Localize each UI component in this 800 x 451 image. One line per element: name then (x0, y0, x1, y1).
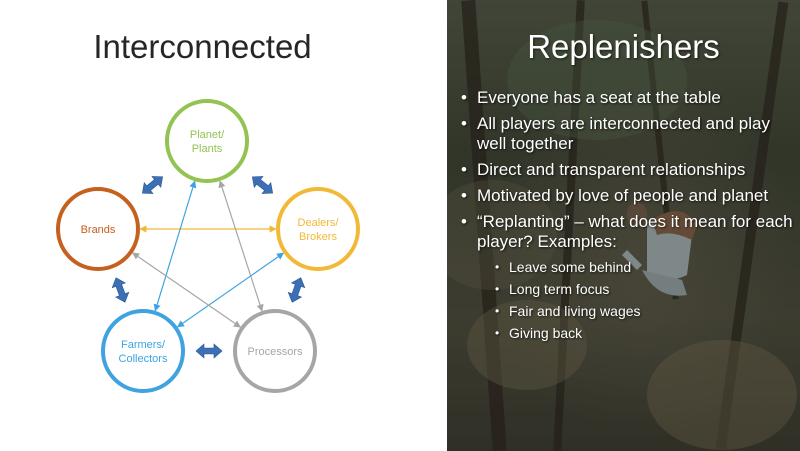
bullet-item: • All players are interconnected and play… (461, 114, 796, 154)
bullet-item: • Direct and transparent relationships (461, 160, 796, 180)
connection-arrow (218, 180, 264, 312)
double-arrow (287, 277, 306, 303)
double-arrow-shape (287, 277, 306, 303)
bullet-dot: • (461, 114, 467, 133)
bullet-list: • Everyone has a seat at the table • All p… (461, 88, 796, 350)
image-shade (447, 0, 800, 451)
node-circle-dealers (276, 187, 360, 271)
bullet-dot: • (495, 326, 500, 340)
double-arrow (251, 176, 274, 194)
bullet-text: “Replanting” – what does it mean for eac… (477, 212, 793, 251)
node-label-brands: Brands (81, 224, 116, 236)
bullet-dot: • (461, 212, 467, 231)
double-arrow (142, 176, 163, 194)
bullet-dot: • (495, 282, 500, 296)
sub-bullet-item: • Giving back (477, 322, 796, 344)
right-panel: Replenishers • Everyone has a seat at the… (447, 0, 800, 451)
double-arrow-shape (142, 176, 163, 194)
double-arrow-shape (251, 176, 274, 194)
connection-arrow (131, 252, 242, 328)
node-circle-farmers (101, 309, 185, 393)
sub-bullet-text: Fair and living wages (509, 303, 641, 319)
bullet-text: Everyone has a seat at the table (477, 88, 721, 107)
bullet-text: Motivated by love of people and planet (477, 186, 769, 205)
node-circle-processors (233, 309, 317, 393)
node-label-planet: Planet/ (190, 129, 225, 141)
bullet-dot: • (495, 260, 500, 274)
double-arrow-shape (195, 343, 223, 359)
bullet-text: All players are interconnected and play … (477, 114, 770, 153)
double-arrow (111, 277, 130, 303)
sub-bullet-list: • Leave some behind • Long term focus • Fai… (477, 256, 796, 344)
foliage (467, 300, 587, 390)
bullet-dot: • (461, 186, 467, 205)
sub-bullet-text: Long term focus (509, 281, 610, 297)
bullet-dot: • (461, 88, 467, 107)
sub-bullet-item: • Leave some behind (477, 256, 796, 278)
bullet-item: • Everyone has a seat at the table (461, 88, 796, 108)
sub-bullet-text: Giving back (509, 325, 583, 341)
node-circle-planet (165, 99, 249, 183)
bullet-dot: • (461, 160, 467, 179)
node-label-processors: Processors (247, 346, 303, 358)
double-arrow (195, 343, 223, 359)
node-label-planet: Plants (192, 143, 223, 155)
sub-bullet-item: • Fair and living wages (477, 300, 796, 322)
node-label-farmers: Collectors (119, 353, 168, 365)
bullet-dot: • (495, 304, 500, 318)
foliage (647, 340, 797, 450)
bullet-item: • “Replanting” – what does it mean for ea… (461, 212, 796, 344)
bullet-item: • Motivated by love of people and planet (461, 186, 796, 206)
node-label-dealers: Brokers (299, 231, 337, 243)
sub-bullet-item: • Long term focus (477, 278, 796, 300)
bullet-text: Direct and transparent relationships (477, 160, 746, 179)
node-circle-brands (56, 187, 140, 271)
right-title: Replenishers (527, 28, 720, 65)
double-arrow-shape (111, 277, 130, 303)
foliage (447, 180, 557, 290)
crouching-person-image (622, 202, 697, 296)
foliage (507, 20, 687, 140)
node-label-dealers: Dealers/ (298, 217, 340, 229)
node-label-farmers: Farmers/ (121, 339, 166, 351)
sub-bullet-text: Leave some behind (509, 259, 632, 275)
left-title: Interconnected (93, 28, 312, 65)
